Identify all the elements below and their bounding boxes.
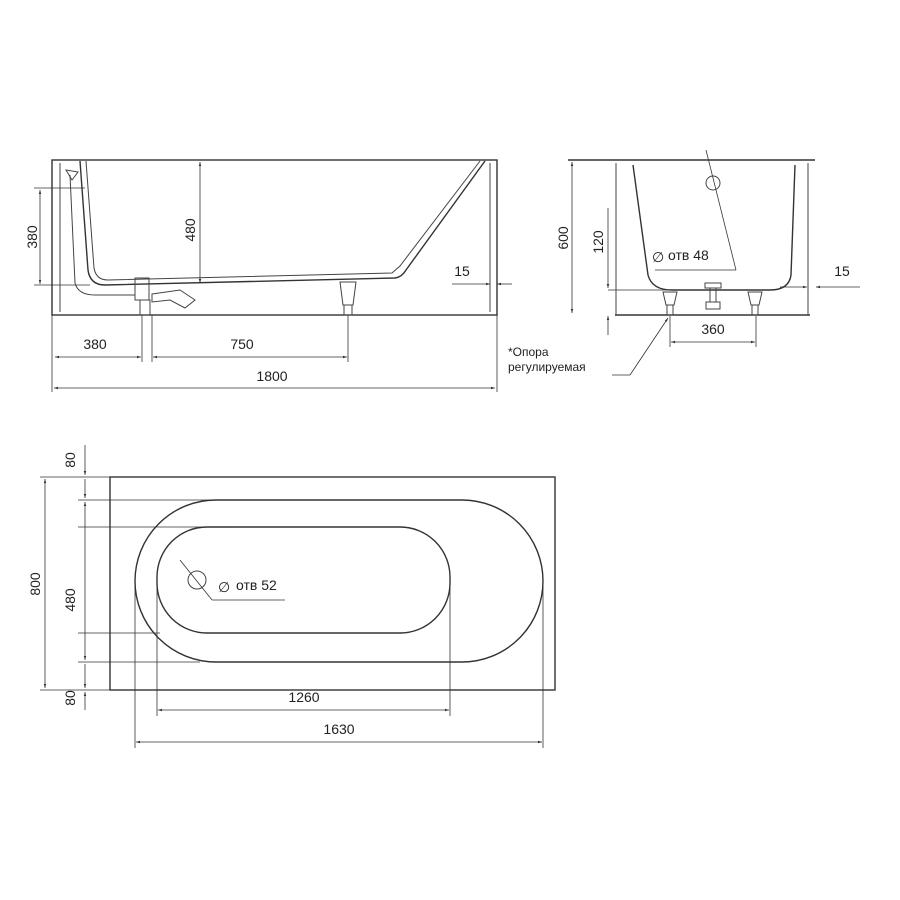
dim-15-end: 15 bbox=[834, 263, 850, 279]
dim-750: 750 bbox=[230, 336, 254, 352]
dim-15-side: 15 bbox=[454, 263, 470, 279]
drain-trap bbox=[705, 301, 721, 310]
diameter-symbol-48: ∅ bbox=[652, 249, 664, 265]
dim-80-bottom: 80 bbox=[62, 690, 78, 706]
dim-380-horizontal: 380 bbox=[83, 336, 107, 352]
hole-label-48: отв 48 bbox=[668, 247, 709, 263]
foot-right-base bbox=[751, 304, 759, 316]
overflow-hole bbox=[705, 175, 721, 191]
foot-left bbox=[139, 299, 151, 316]
plan-view: ∅ отв 52 800 80 480 80 1260 1630 bbox=[27, 445, 556, 748]
adjustable-foot-leader bbox=[612, 317, 669, 376]
dim-480-plan: 480 bbox=[62, 588, 78, 612]
plan-outline bbox=[109, 476, 556, 691]
note-line-2: регулируемая bbox=[508, 360, 586, 374]
drain-outlet bbox=[151, 289, 196, 309]
drain-siphon bbox=[134, 277, 150, 301]
dim-1260: 1260 bbox=[288, 689, 319, 705]
overflow-pipe bbox=[69, 174, 135, 296]
foot-right bbox=[339, 281, 357, 306]
side-outline bbox=[51, 159, 498, 316]
dim-480-depth: 480 bbox=[182, 218, 198, 242]
overflow-leader bbox=[705, 149, 737, 271]
dim-380-vertical: 380 bbox=[24, 225, 40, 249]
tub-basin-outline bbox=[156, 526, 451, 634]
dim-80-top: 80 bbox=[62, 452, 78, 468]
dim-120: 120 bbox=[590, 230, 606, 254]
diameter-symbol-52: ∅ bbox=[218, 579, 230, 595]
dim-800: 800 bbox=[27, 572, 43, 596]
drain bbox=[704, 282, 722, 289]
overflow-fitting bbox=[65, 169, 79, 181]
dim-600: 600 bbox=[555, 226, 571, 250]
end-view: ∅ отв 48 600 120 15 360 *Опора регулируе… bbox=[508, 149, 860, 376]
hole-label-52: отв 52 bbox=[236, 577, 277, 593]
dim-1800: 1800 bbox=[256, 368, 287, 384]
drain-leader bbox=[179, 559, 213, 601]
dim-1630: 1630 bbox=[323, 721, 354, 737]
dim-360: 360 bbox=[701, 321, 725, 337]
foot-left bbox=[662, 291, 678, 306]
foot-left-base bbox=[666, 304, 674, 316]
tub-inner-profile bbox=[79, 160, 486, 286]
tub-inner-profile-inner bbox=[85, 160, 481, 281]
foot-right-base bbox=[343, 304, 353, 316]
drain-hole bbox=[187, 570, 207, 590]
tub-cross-section bbox=[632, 164, 796, 291]
note-line-1: *Опора bbox=[508, 345, 549, 359]
foot-right bbox=[747, 291, 763, 306]
tub-rim-outline bbox=[134, 499, 544, 663]
side-view: 380 480 15 380 750 1800 bbox=[24, 159, 512, 392]
